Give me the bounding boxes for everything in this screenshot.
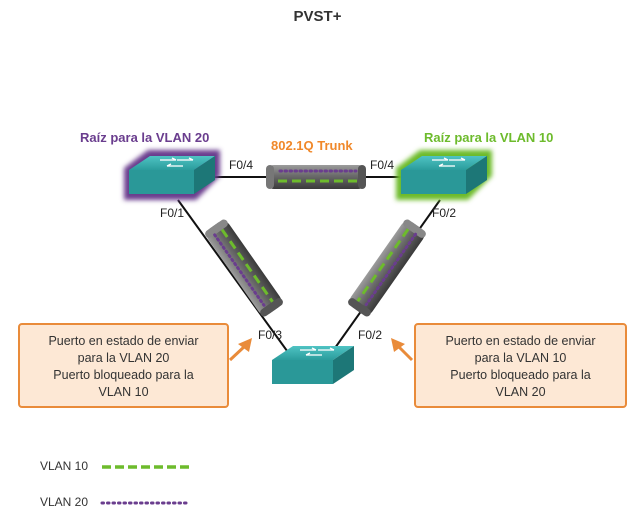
label-root-vlan10: Raíz para la VLAN 10: [424, 130, 554, 145]
port-right-down: F0/2: [432, 206, 457, 220]
switch-left-root-vlan20[interactable]: [124, 150, 220, 200]
callout-right-line-3: Puerto bloqueado para la: [450, 368, 591, 382]
label-trunk: 802.1Q Trunk: [271, 138, 353, 153]
switch-bottom[interactable]: [272, 346, 354, 384]
callout-left-line-3: Puerto bloqueado para la: [53, 368, 194, 382]
port-bottom-right: F0/2: [358, 328, 383, 342]
diagram-title: PVST+: [293, 8, 342, 25]
trunk-tube-right: [348, 219, 426, 317]
callout-left-line-4: VLAN 10: [98, 385, 149, 399]
left-tube-vlan10-line: [220, 228, 274, 303]
callout-right: Puerto en estado de enviar para la VLAN …: [414, 323, 627, 408]
label-root-vlan20: Raíz para la VLAN 20: [80, 130, 210, 145]
switch-right-root-vlan10[interactable]: [396, 150, 492, 200]
callout-right-line-2: para la VLAN 10: [474, 351, 567, 365]
port-left-top: F0/4: [229, 158, 254, 172]
right-tube-vlan10-line: [356, 228, 410, 303]
port-bottom-left: F0/3: [258, 328, 283, 342]
callout-right-line-1: Puerto en estado de enviar: [445, 334, 596, 348]
callout-left-line-1: Puerto en estado de enviar: [48, 334, 199, 348]
callout-left: Puerto en estado de enviar para la VLAN …: [18, 323, 229, 408]
trunk-tube-top: [266, 165, 366, 189]
callout-arrow-right: [391, 338, 414, 362]
legend-vlan20-label: VLAN 20: [40, 495, 89, 509]
callout-left-line-2: para la VLAN 20: [77, 351, 170, 365]
port-left-down: F0/1: [160, 206, 185, 220]
callout-right-line-4: VLAN 20: [495, 385, 546, 399]
legend-vlan10-label: VLAN 10: [40, 459, 89, 473]
port-right-top: F0/4: [370, 158, 395, 172]
callout-arrow-left: [228, 338, 252, 362]
trunk-tube-left: [205, 219, 283, 317]
link-left-bottom: [177, 199, 291, 356]
